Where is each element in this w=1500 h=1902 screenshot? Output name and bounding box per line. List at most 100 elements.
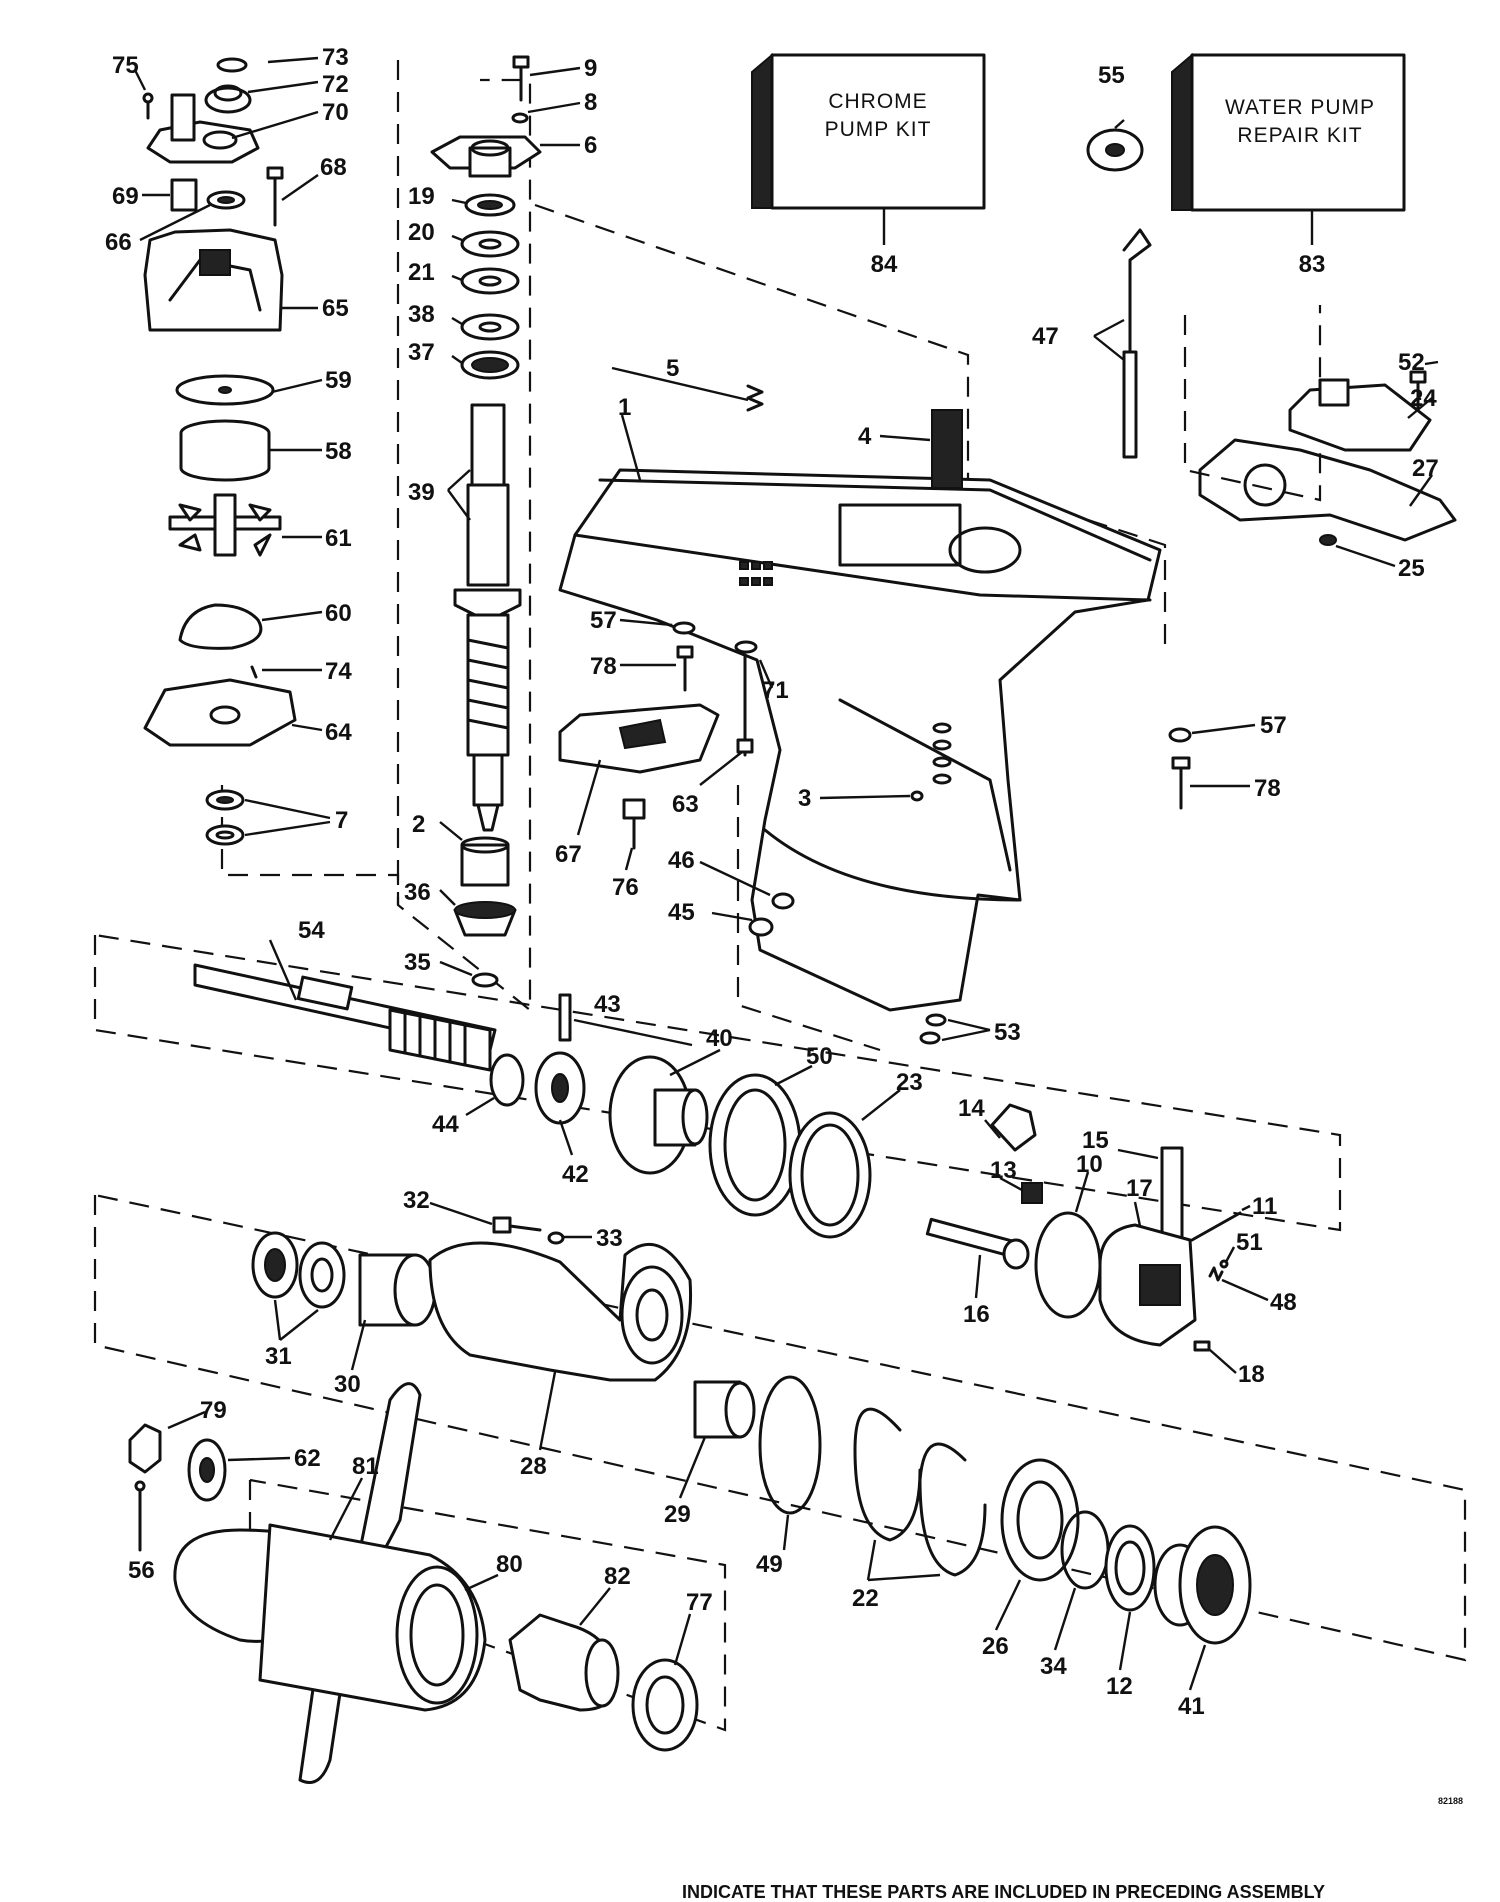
label-76: 76: [612, 874, 639, 901]
label-37: 37: [408, 339, 435, 366]
water-kit-number: 83: [1299, 251, 1326, 278]
gearcase-housing: [558, 468, 1162, 1012]
label-13: 13: [990, 1157, 1017, 1184]
label-42: 42: [562, 1161, 589, 1188]
label-78: 78: [590, 653, 617, 680]
label-4: 4: [858, 423, 872, 450]
label-43: 43: [594, 991, 621, 1018]
label-81: 81: [352, 1453, 379, 1480]
label-19: 19: [408, 183, 435, 210]
label-29: 29: [664, 1501, 691, 1528]
label-39: 39: [408, 479, 435, 506]
label-22: 22: [852, 1585, 879, 1612]
label-27: 27: [1412, 455, 1439, 482]
label-24: 24: [1410, 385, 1437, 412]
chrome-pump-kit-box: CHROME PUMP KIT 84: [751, 52, 986, 278]
label-23: 23: [896, 1069, 923, 1096]
label-65: 65: [322, 295, 349, 322]
label-61: 61: [325, 525, 352, 552]
propshaft-gear-parts: [193, 963, 1242, 1352]
label-82: 82: [604, 1563, 631, 1590]
label-54: 54: [298, 917, 325, 944]
driveshaft-parts: [430, 55, 542, 988]
water-kit-label-2: REPAIR KIT: [1237, 124, 1362, 147]
label-26: 26: [982, 1633, 1009, 1660]
label-7: 7: [335, 807, 348, 834]
label-77: 77: [686, 1589, 713, 1616]
label-53: 53: [994, 1019, 1021, 1046]
part-number-labels: 75 73 72 70 68 69 66 65 59 58 61 60 74 6…: [105, 44, 1439, 1720]
label-49: 49: [756, 1551, 783, 1578]
label-40: 40: [706, 1025, 733, 1052]
label-73: 73: [322, 44, 349, 71]
drawing-code: 82188: [1438, 1796, 1463, 1806]
label-21: 21: [408, 259, 435, 286]
label-33: 33: [596, 1225, 623, 1252]
housing-fasteners: [558, 128, 1457, 1045]
label-31: 31: [265, 1343, 292, 1370]
label-20: 20: [408, 219, 435, 246]
label-2: 2: [412, 811, 425, 838]
label-62: 62: [294, 1445, 321, 1472]
label-5: 5: [666, 355, 679, 382]
label-10: 10: [1076, 1151, 1103, 1178]
water-kit-label-1: WATER PUMP: [1225, 96, 1375, 119]
label-67: 67: [555, 841, 582, 868]
label-52: 52: [1398, 349, 1425, 376]
leader-lines: [133, 56, 1439, 1691]
label-79: 79: [200, 1397, 227, 1424]
footnote-text: INDICATE THAT THESE PARTS ARE INCLUDED I…: [682, 1882, 1325, 1902]
label-15: 15: [1082, 1127, 1109, 1154]
label-18: 18: [1238, 1361, 1265, 1388]
label-3: 3: [798, 785, 811, 812]
label-57b: 57: [1260, 712, 1287, 739]
label-57: 57: [590, 607, 617, 634]
label-69: 69: [112, 183, 139, 210]
label-58: 58: [325, 438, 352, 465]
label-34: 34: [1040, 1653, 1067, 1680]
bearing-housing-parts: [251, 1216, 1252, 1645]
label-46: 46: [668, 847, 695, 874]
label-60: 60: [325, 600, 352, 627]
label-11: 11: [1252, 1193, 1277, 1220]
label-6: 6: [584, 132, 597, 159]
label-47: 47: [1032, 323, 1059, 350]
propeller-parts: [128, 1382, 699, 1784]
label-16: 16: [963, 1301, 990, 1328]
label-30: 30: [334, 1371, 361, 1398]
label-68: 68: [320, 154, 347, 181]
label-14: 14: [958, 1095, 985, 1122]
label-48: 48: [1270, 1289, 1297, 1316]
label-1: 1: [618, 394, 631, 421]
label-63: 63: [672, 791, 699, 818]
label-50: 50: [806, 1043, 833, 1070]
label-9: 9: [584, 55, 597, 82]
chrome-kit-number: 84: [871, 251, 898, 278]
label-8: 8: [584, 89, 597, 116]
label-25: 25: [1398, 555, 1425, 582]
label-74: 74: [325, 658, 352, 685]
label-66: 66: [105, 229, 132, 256]
label-44: 44: [432, 1111, 459, 1138]
label-72: 72: [322, 71, 349, 98]
label-51: 51: [1236, 1229, 1263, 1256]
chrome-kit-label-2: PUMP KIT: [825, 118, 932, 141]
label-35: 35: [404, 949, 431, 976]
label-28: 28: [520, 1453, 547, 1480]
label-12: 12: [1106, 1673, 1133, 1700]
chrome-kit-label-1: CHROME: [828, 90, 927, 113]
water-pump-parts: [142, 57, 297, 846]
label-36: 36: [404, 879, 431, 906]
label-64: 64: [325, 719, 352, 746]
label-38: 38: [408, 301, 435, 328]
label-70: 70: [322, 99, 349, 126]
label-45: 45: [668, 899, 695, 926]
water-pump-repair-kit-box: WATER PUMP REPAIR KIT 83: [1171, 52, 1406, 278]
label-71: 71: [762, 677, 789, 704]
label-56: 56: [128, 1557, 155, 1584]
label-78b: 78: [1254, 775, 1281, 802]
label-55: 55: [1098, 62, 1125, 89]
label-41: 41: [1178, 1693, 1205, 1720]
label-75: 75: [112, 52, 139, 79]
